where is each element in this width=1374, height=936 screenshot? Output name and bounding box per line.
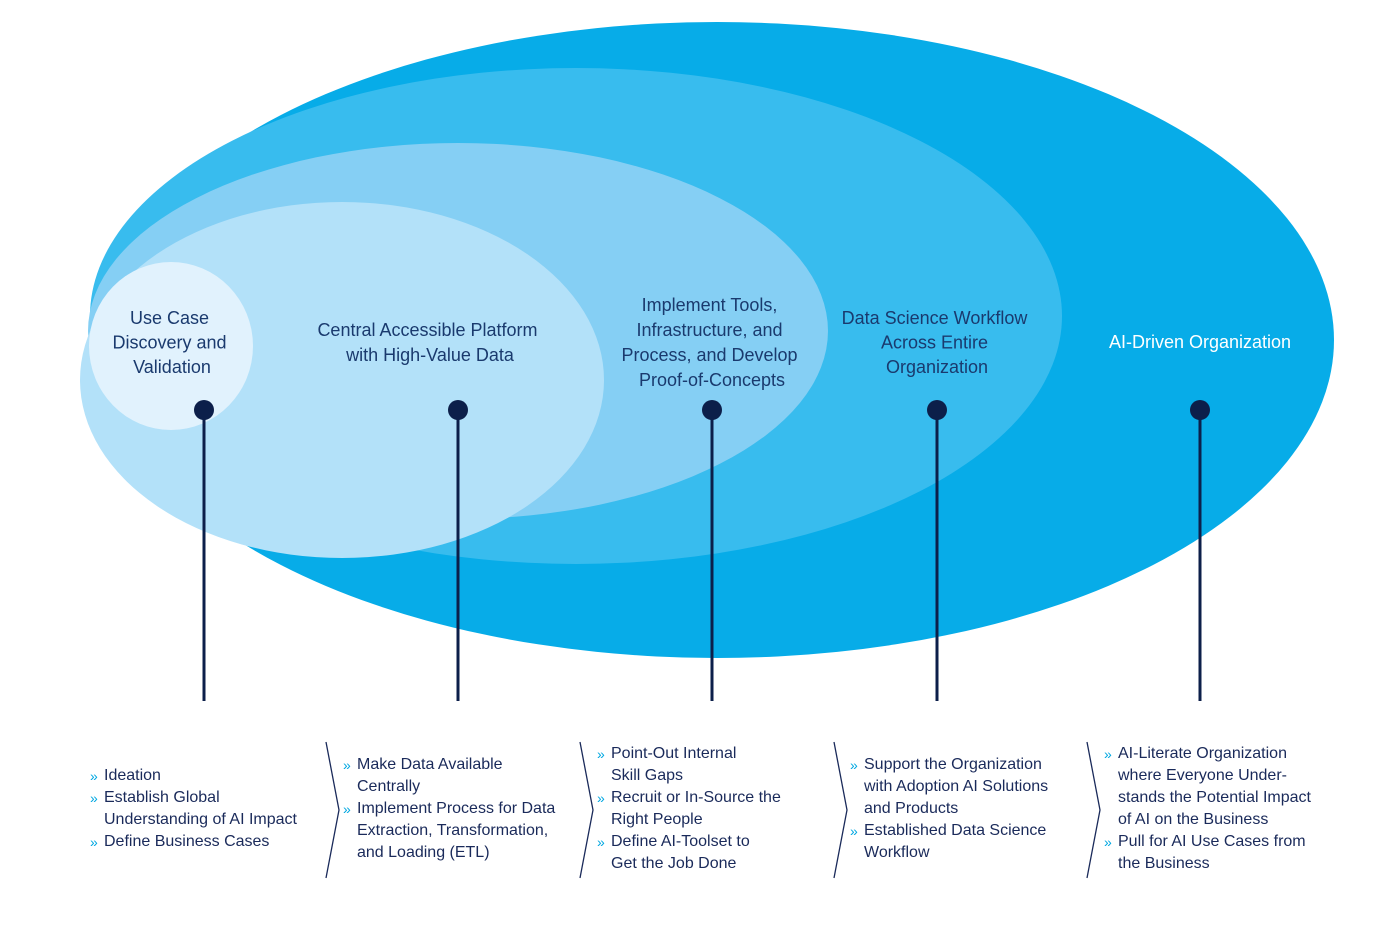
bullet-item: » Recruit or In-Source the Right People — [597, 787, 831, 831]
stage-4-title-line: Organization — [886, 357, 988, 377]
bullet-mark-icon: » — [597, 834, 605, 850]
bullet-mark-icon: » — [597, 790, 605, 806]
bullet-mark-icon: » — [597, 746, 605, 762]
bullet-mark-icon: » — [90, 790, 98, 806]
bullet-text: Point-Out Internal Skill Gaps — [611, 745, 737, 784]
bullet-item: » Point-Out Internal Skill Gaps — [597, 743, 831, 787]
bullet-mark-icon: » — [1104, 746, 1112, 762]
chevron-separator-3 — [833, 741, 848, 879]
stage-3-bullets: » Point-Out Internal Skill Gaps » Recruit … — [597, 743, 831, 875]
bullet-text: Implement Process for Data Extraction, T… — [357, 800, 556, 861]
bullet-mark-icon: » — [343, 801, 351, 817]
stage-4-title-line: Data Science Workflow — [842, 308, 1029, 328]
stage-4-title: Data Science Workflow Across Entire Orga… — [842, 308, 1033, 377]
stage-5-title-line: AI-Driven Organization — [1109, 332, 1291, 352]
stage-4-bullets: » Support the Organization with Adoption … — [850, 754, 1084, 864]
bullet-text: Recruit or In-Source the Right People — [611, 789, 781, 828]
bullet-item: » Establish Global Understanding of AI Im… — [90, 787, 324, 831]
stage-1-title-line: Discovery and — [112, 333, 226, 353]
stage-3-title-line: Process, and Develop — [621, 345, 797, 365]
stage-5-marker-dot — [1190, 400, 1210, 420]
bullet-item: » Implement Process for Data Extraction, … — [343, 798, 577, 864]
bullet-item: » Established Data Science Workflow — [850, 820, 1084, 864]
chevron-separator-1 — [325, 741, 340, 879]
stage-3-title-line: Implement Tools, — [642, 295, 778, 315]
bullet-mark-icon: » — [90, 768, 98, 784]
bullet-mark-icon: » — [90, 834, 98, 850]
bullet-text: Define AI-Toolset to Get the Job Done — [611, 833, 750, 872]
bullet-mark-icon: » — [850, 823, 858, 839]
chevron-separator-2 — [579, 741, 594, 879]
bullet-item: » Pull for AI Use Cases from the Business — [1104, 831, 1344, 875]
bullet-item: » AI-Literate Organization where Everyone… — [1104, 743, 1344, 831]
stage-3-title-line: Proof-of-Concepts — [639, 370, 785, 390]
bullet-text: AI-Literate Organization where Everyone … — [1118, 745, 1311, 828]
stage-5-bullets: » AI-Literate Organization where Everyone… — [1104, 743, 1344, 875]
stage-3-marker-dot — [702, 400, 722, 420]
chevron-separator-4 — [1086, 741, 1101, 879]
bullet-text: Make Data Available Centrally — [357, 756, 503, 795]
bullet-mark-icon: » — [850, 757, 858, 773]
bullet-item: » Ideation — [90, 765, 324, 787]
stage-2-marker-dot — [448, 400, 468, 420]
bullet-text: Ideation — [104, 767, 161, 784]
stage-3-title-line: Infrastructure, and — [636, 320, 782, 340]
stage-2-bullets: » Make Data Available Centrally » Implemen… — [343, 754, 577, 864]
bullet-mark-icon: » — [1104, 834, 1112, 850]
stage-5-title: AI-Driven Organization — [1109, 332, 1291, 352]
bullet-text: Define Business Cases — [104, 833, 270, 850]
stage-4-marker-dot — [927, 400, 947, 420]
stage-1-bullets: » Ideation » Establish Global Understandin… — [90, 765, 324, 853]
stage-1-title: Use Case Discovery and Validation — [112, 308, 231, 377]
stage-1-marker-dot — [194, 400, 214, 420]
stage-1-title-line: Use Case — [130, 308, 209, 328]
bullet-text: Established Data Science Workflow — [864, 822, 1047, 861]
stage-1-title-line: Validation — [133, 357, 211, 377]
bullet-text: Support the Organization with Adoption A… — [864, 756, 1049, 817]
stage-2-title: Central Accessible Platform with High-Va… — [317, 320, 542, 365]
ring-use-case-discovery — [89, 262, 253, 430]
bullet-item: » Support the Organization with Adoption … — [850, 754, 1084, 820]
bullet-text: Establish Global Understanding of AI Imp… — [104, 789, 297, 828]
bullet-item: » Define AI-Toolset to Get the Job Done — [597, 831, 831, 875]
stage-3-title: Implement Tools, Infrastructure, and Pro… — [621, 295, 802, 390]
bullet-text: Pull for AI Use Cases from the Business — [1118, 833, 1306, 872]
stage-2-title-line: with High-Value Data — [345, 345, 515, 365]
bullet-item: » Define Business Cases — [90, 831, 324, 853]
bullet-mark-icon: » — [343, 757, 351, 773]
stage-4-title-line: Across Entire — [881, 333, 988, 353]
bullet-item: » Make Data Available Centrally — [343, 754, 577, 798]
stage-2-title-line: Central Accessible Platform — [317, 320, 537, 340]
